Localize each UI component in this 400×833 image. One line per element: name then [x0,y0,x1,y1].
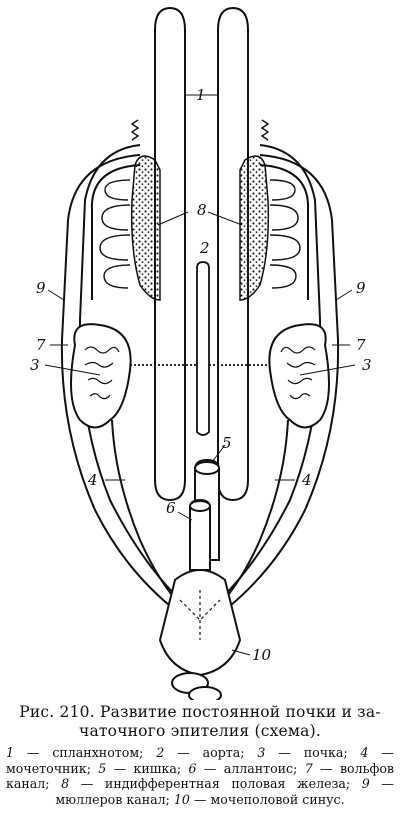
mesonephric-tubules-left [99,179,131,289]
embryo-kidney-diagram: 1 2 3 3 4 4 5 6 7 7 8 9 9 10 [30,6,372,700]
legend-item: 7 — вольфов канал; [6,760,395,792]
legend-item: 3 — почка; [257,745,361,760]
kidney-right [268,323,330,429]
aorta [130,261,270,436]
splanchnotome-left [154,6,186,502]
caption-title: Рис. 210. Развитие постоянной почки и за… [0,703,400,741]
legend-item: 1 — спланхнотом; [6,745,157,760]
label-7-left: 7 [36,336,46,354]
legend-item: 6 — аллантоис; [188,760,305,776]
caption-legend: 1 — спланхнотом; 2 — аорта; 3 — почка; 4… [0,745,400,807]
label-9-left: 9 [36,279,46,297]
allantois [189,498,211,571]
gonad-right [239,155,270,301]
legend-item: 8 — индифферентная половая железа; [61,776,362,791]
legend-item: 9 — мюллеров канал; [55,776,394,807]
label-8: 8 [197,201,207,219]
label-4-right: 4 [301,471,312,489]
gonad-left [130,155,161,301]
zigzag-left [130,119,140,141]
caption-title-line-2: чаточного эпителия (схема). [79,722,321,740]
label-10: 10 [252,646,272,664]
figure-caption: Рис. 210. Развитие постоянной почки и за… [0,703,400,807]
legend-item: 2 — аорта; [156,745,258,760]
legend-item: 10 — мочеполовой синус. [173,791,345,807]
legend-item: 4 — мочеточник; [6,745,394,776]
ureters [111,419,289,611]
label-5: 5 [222,434,232,452]
caption-title-line-1: Рис. 210. Развитие постоянной почки и за… [19,703,381,721]
splanchnotome-right [217,6,249,502]
kidney-left [70,323,132,429]
label-4-left: 4 [87,471,98,489]
label-1: 1 [196,86,206,104]
legend-item: 5 — кишка; [98,760,189,776]
label-3-right: 3 [362,356,372,374]
leader-lines [44,94,356,656]
zigzag-right [260,119,270,141]
mesonephric-tubules-right [269,179,301,289]
label-3-left: 3 [30,356,40,374]
label-7-right: 7 [356,336,366,354]
label-9-right: 9 [356,279,366,297]
label-6: 6 [166,499,176,517]
urogenital-sinus [158,569,242,700]
label-2: 2 [199,239,210,257]
